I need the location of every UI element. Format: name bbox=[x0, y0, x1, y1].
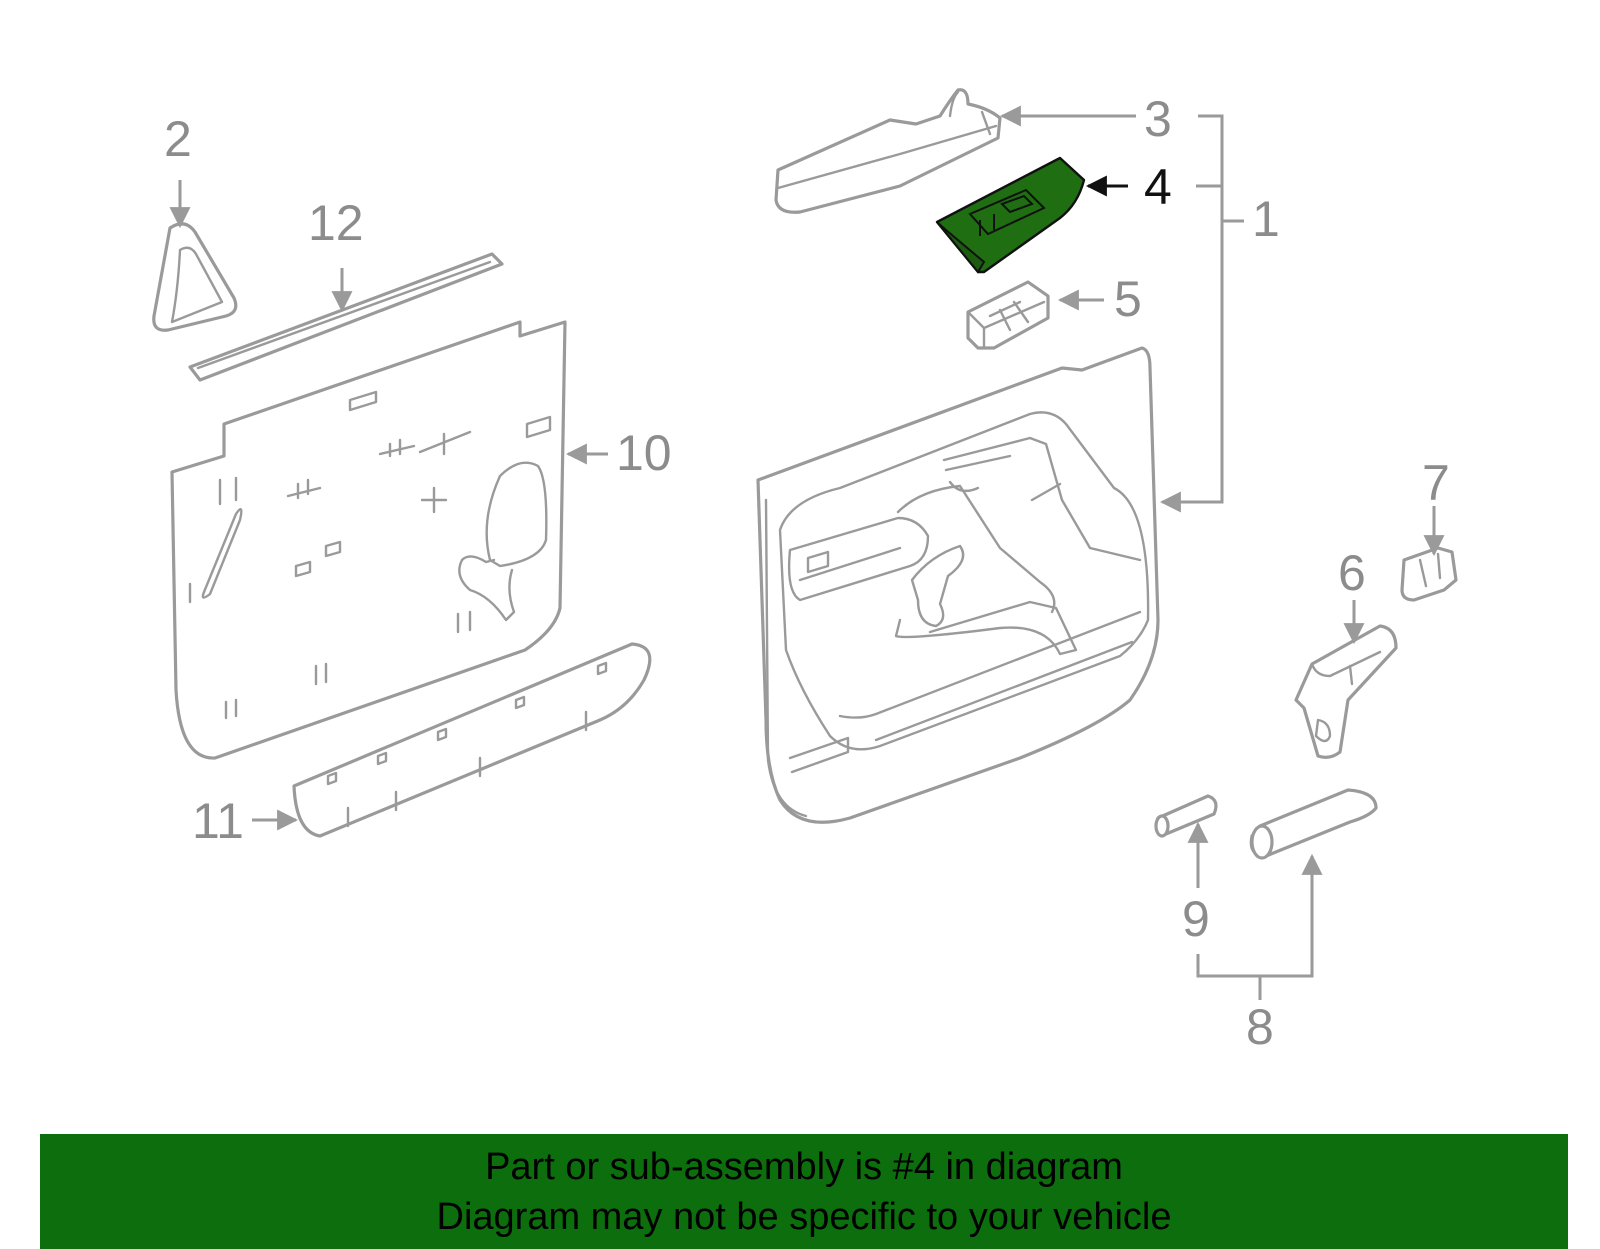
part-12-weatherstrip[interactable] bbox=[188, 252, 504, 382]
callout-5: 5 bbox=[1114, 271, 1142, 327]
part-1-door-trim-panel[interactable] bbox=[756, 346, 1160, 824]
callout-4: 4 bbox=[1144, 159, 1172, 215]
callout-11: 11 bbox=[192, 793, 244, 849]
callout-labels: 2 12 3 4 1 5 10 7 6 11 9 8 bbox=[164, 91, 1450, 1055]
callout-10: 10 bbox=[616, 425, 672, 481]
banner-line-1: Part or sub-assembly is #4 in diagram bbox=[485, 1145, 1123, 1188]
part-10-door-panel-backing[interactable] bbox=[170, 320, 567, 760]
part-4-switch-bezel[interactable] bbox=[935, 156, 1086, 274]
leader-lines bbox=[169, 105, 1445, 1000]
part-5-window-switch[interactable] bbox=[966, 280, 1050, 350]
part-11-lower-trim[interactable] bbox=[292, 642, 652, 838]
part-2-corner-trim[interactable] bbox=[152, 222, 238, 332]
part-9-bushing[interactable] bbox=[1154, 794, 1218, 838]
part-3-armrest[interactable] bbox=[774, 88, 1002, 214]
callout-3: 3 bbox=[1144, 91, 1172, 147]
info-banner: Part or sub-assembly is #4 in diagram Di… bbox=[40, 1134, 1568, 1249]
callout-7: 7 bbox=[1422, 455, 1450, 511]
callout-6: 6 bbox=[1338, 545, 1366, 601]
callout-12: 12 bbox=[308, 195, 364, 251]
callout-2: 2 bbox=[164, 111, 192, 167]
callout-9: 9 bbox=[1182, 891, 1210, 947]
part-8-bushing[interactable] bbox=[1249, 788, 1378, 860]
part-7-clip[interactable] bbox=[1400, 546, 1458, 602]
part-6-bracket[interactable] bbox=[1294, 624, 1398, 759]
callout-8: 8 bbox=[1246, 999, 1274, 1055]
banner-line-2: Diagram may not be specific to your vehi… bbox=[436, 1195, 1172, 1238]
callout-1: 1 bbox=[1252, 191, 1280, 247]
